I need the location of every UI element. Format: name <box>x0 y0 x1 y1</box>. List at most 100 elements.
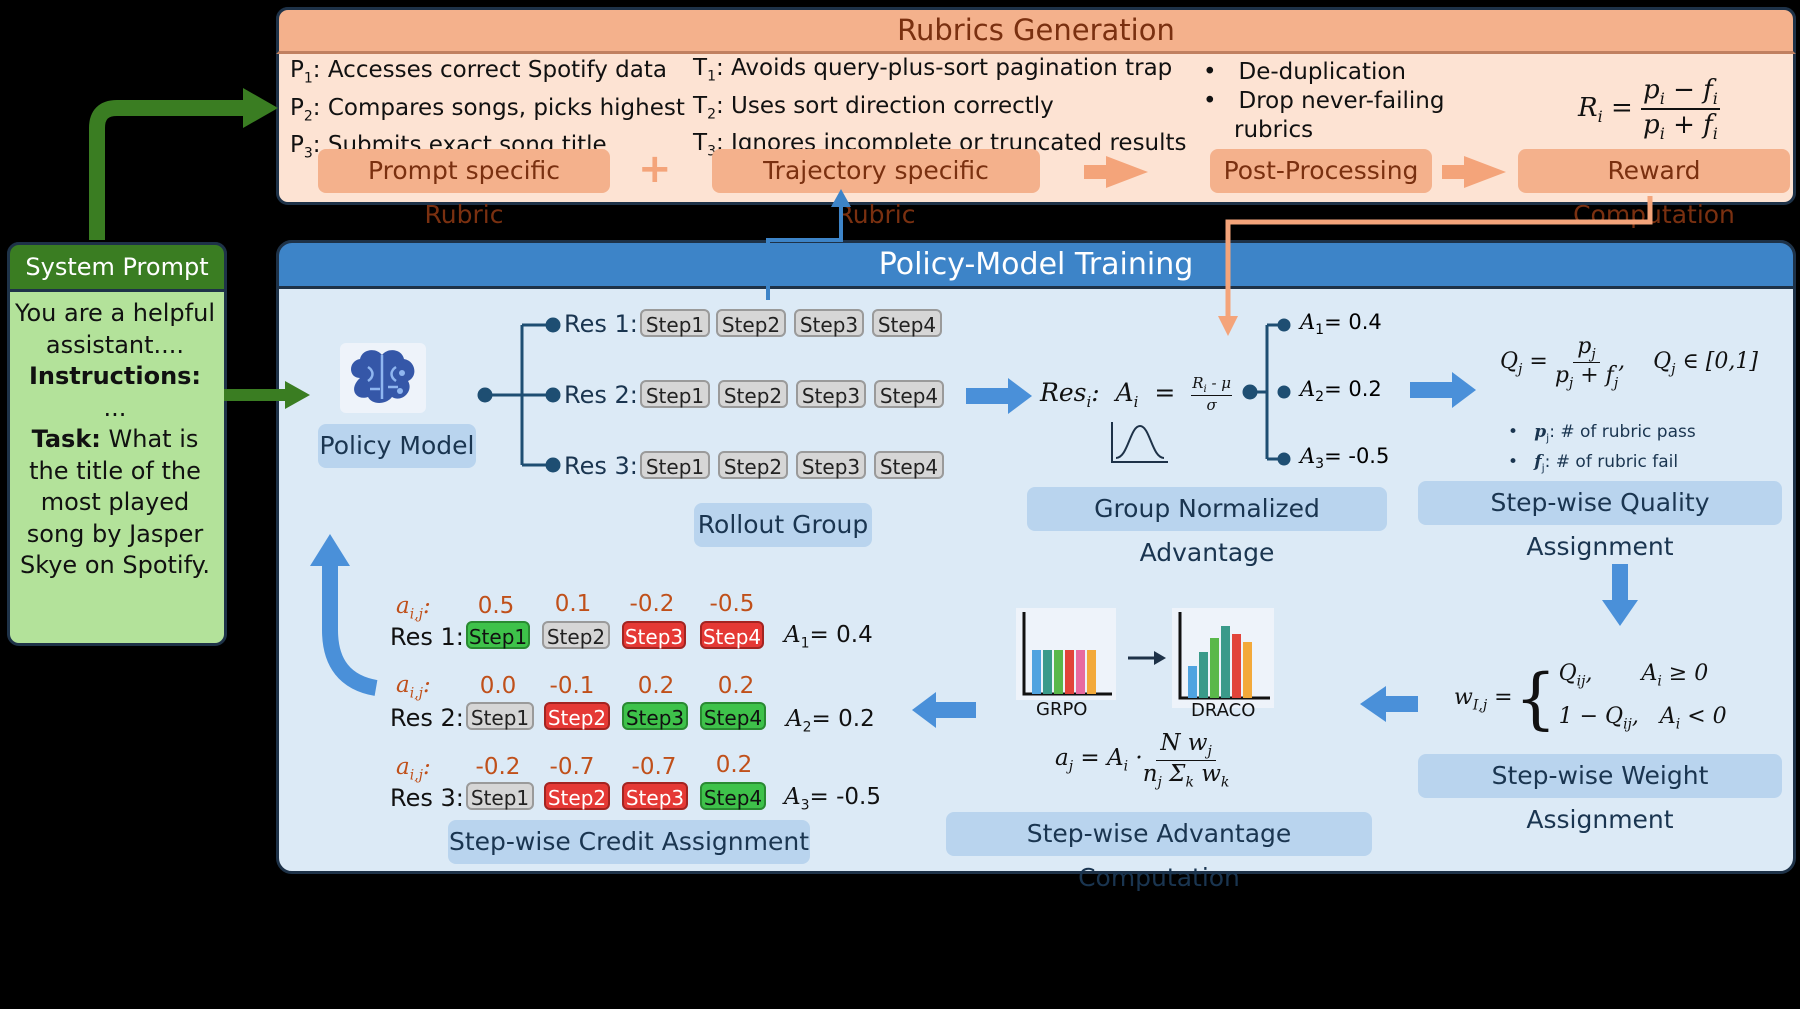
rollout-step: Step2 <box>718 380 788 408</box>
response-label: Res 2: <box>564 381 638 409</box>
credit-value: -0.7 <box>631 754 677 780</box>
arrow-head <box>831 189 851 207</box>
credit-advantage: A1= 0.4 <box>784 622 873 652</box>
task-text: Task: What is the title of the most play… <box>19 425 211 579</box>
credit-step: Step4 <box>700 621 764 649</box>
credit-value: 0.2 <box>637 673 675 699</box>
rollout-step: Step3 <box>794 309 864 337</box>
arrow-rollout-to-advantage <box>966 388 1010 404</box>
rollout-step: Step1 <box>640 451 710 479</box>
credit-advantage: A2= 0.2 <box>786 706 875 736</box>
arrow-credit-to-policy <box>322 565 378 696</box>
trajectory-rubric-tag: Trajectory specific Rubric <box>712 149 1040 229</box>
reward-computation-tag: Reward Computation <box>1518 149 1790 229</box>
grpo-chart-icon <box>1016 608 1116 700</box>
policy-training-title: Policy-Model Training <box>276 240 1796 289</box>
flow-arrows <box>912 372 1638 728</box>
draco-label: DRACO <box>1191 700 1256 721</box>
credit-value: -0.7 <box>549 754 595 780</box>
credit-step: Step1 <box>466 702 534 730</box>
group-advantage-formula: Resi: Ai = Ri - μ σ <box>1040 374 1233 414</box>
arrow-head <box>912 692 936 728</box>
rollout-step: Step2 <box>718 451 788 479</box>
arrow-prompt-to-rubrics <box>89 100 245 240</box>
weight-case: 1 − Qij, Ai < 0 <box>1558 704 1727 733</box>
rollout-step: Step2 <box>716 309 786 337</box>
arrow-head <box>1154 651 1166 665</box>
prompt-rubric-tag: Prompt specific Rubric <box>318 149 610 229</box>
advantage-value: A3= -0.5 <box>1300 444 1390 473</box>
quality-formula: Qj = pj pj + fj , Qj ∈ [0,1] <box>1500 334 1758 392</box>
arrow-quality-to-weight <box>1612 564 1628 602</box>
advantage-formula: aj = Ai · N wj nj Σk wk <box>1055 730 1230 791</box>
prompt-rubric-item: P2: Compares songs, picks highest <box>290 94 685 125</box>
credit-step: Step3 <box>622 702 688 730</box>
credit-value: -0.2 <box>629 591 675 617</box>
rollout-step: Step3 <box>796 380 866 408</box>
post-processing-list: • De-duplication • Drop never-failing ru… <box>1203 58 1444 145</box>
credit-value: 0.5 <box>477 593 515 619</box>
system-prompt-title: System Prompt <box>7 242 227 292</box>
credit-value: -0.1 <box>549 673 595 699</box>
instructions-label: Instructions: <box>28 362 202 390</box>
arrow-head <box>1464 156 1506 188</box>
rollout-step: Step1 <box>640 309 710 337</box>
credit-response-label: Res 1: <box>390 623 464 651</box>
advantage-value: A2= 0.2 <box>1300 377 1382 406</box>
system-prompt-line: You are a helpful assistant.... <box>15 299 215 359</box>
response-label: Res 3: <box>564 452 638 480</box>
group-advantage-label: Group Normalized Advantage <box>1027 487 1387 567</box>
rollout-tree <box>477 317 561 473</box>
credit-step: Step2 <box>544 702 610 730</box>
weight-formula: wI,j = { Qij, Ai ≥ 0 1 − Qij, Ai < 0 <box>1454 656 1727 743</box>
rollout-step: Step4 <box>872 309 942 337</box>
plus-sign: + <box>638 146 672 192</box>
weight-assignment-label: Step-wise Weight Assignment <box>1418 754 1782 834</box>
rollout-step: Step1 <box>640 380 710 408</box>
advantage-tree <box>1242 318 1291 466</box>
bell-curve-icon <box>1110 420 1170 464</box>
credit-step: Step2 <box>542 621 610 649</box>
advantage-computation-label: Step-wise Advantage Computation <box>946 812 1372 892</box>
credit-step: Step4 <box>700 702 766 730</box>
system-prompt-body: You are a helpful assistant.... Instruct… <box>12 298 218 582</box>
grpo-label: GRPO <box>1036 699 1088 720</box>
credit-advantage: A3= -0.5 <box>784 784 882 814</box>
rollout-step: Step4 <box>874 380 944 408</box>
post-processing-tag: Post-Processing <box>1210 149 1432 193</box>
credit-response-label: Res 2: <box>390 704 464 732</box>
credit-symbol: ai,j: <box>396 672 431 702</box>
credit-value: -0.5 <box>709 591 755 617</box>
credit-value: 0.1 <box>554 591 592 617</box>
credit-symbol: ai,j: <box>396 593 431 623</box>
arrow-head <box>1360 686 1386 722</box>
post-item: • Drop never-failing <box>1203 88 1445 114</box>
advantage-value: A1= 0.4 <box>1300 310 1382 339</box>
arrow-weight-to-advantage <box>1384 696 1418 712</box>
credit-step: Step3 <box>622 782 688 810</box>
post-item: • De-duplication <box>1203 59 1407 85</box>
credit-step: Step4 <box>700 782 766 810</box>
rollout-step: Step4 <box>874 451 944 479</box>
arrow-advantage-to-credit <box>934 702 976 718</box>
credit-step: Step1 <box>466 621 530 649</box>
response-label: Res 1: <box>564 310 638 338</box>
credit-value: 0.2 <box>715 752 753 778</box>
arrow-to-post <box>1084 165 1108 179</box>
quality-legend-item: • fj: # of rubric fail <box>1508 452 1679 475</box>
credit-value: 0.2 <box>717 673 755 699</box>
credit-value: -0.2 <box>475 754 521 780</box>
trajectory-rubric-item: T2: Uses sort direction correctly <box>693 92 1054 123</box>
arrow-head <box>1106 156 1148 188</box>
arrow-rollout-to-trajectory <box>766 205 843 300</box>
reward-formula: Ri = pi − fi pi + fi <box>1578 75 1720 144</box>
credit-response-label: Res 3: <box>390 784 464 812</box>
credit-symbol: ai,j: <box>396 754 431 784</box>
arrow-to-reward <box>1442 165 1466 179</box>
credit-assignment-label: Step-wise Credit Assignment <box>448 820 810 864</box>
arrow-advantage-to-quality <box>1410 382 1454 398</box>
brain-icon <box>340 343 426 413</box>
policy-model-label: Policy Model <box>318 424 476 468</box>
quality-legend-item: • pj: # of rubric pass <box>1508 422 1696 445</box>
